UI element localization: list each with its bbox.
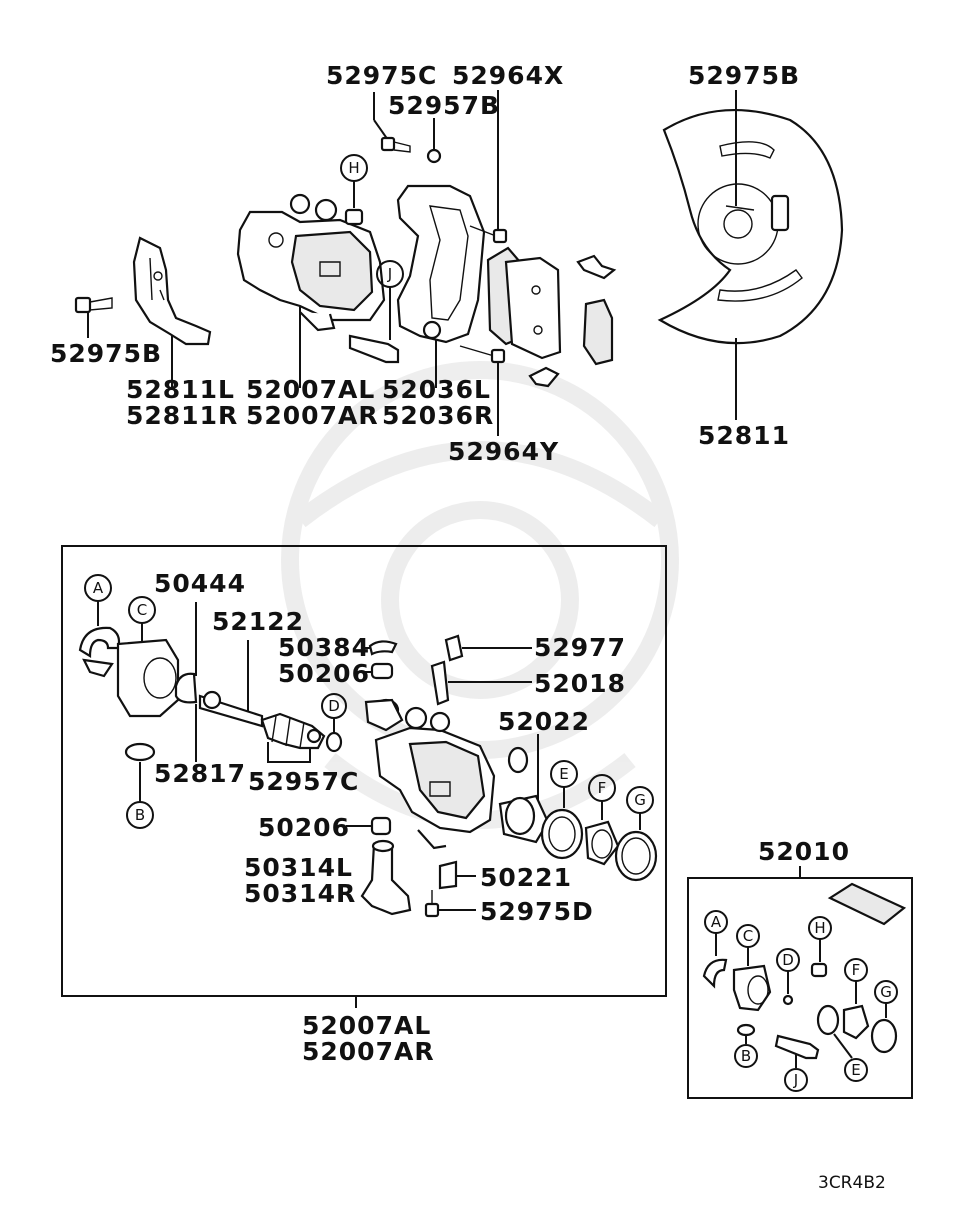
- cap-52977: [444, 634, 532, 662]
- piston-rod-52122: [198, 640, 264, 728]
- catalog-code: 3CR4B2: [818, 1173, 886, 1193]
- dust-shield-52811: [657, 108, 844, 345]
- svg-text:D: D: [782, 951, 794, 969]
- bolt-52975C: [373, 92, 411, 153]
- ref-bubble-E-detail: E: [540, 760, 584, 860]
- svg-text:H: H: [814, 919, 825, 937]
- svg-text:E: E: [559, 765, 568, 783]
- label-52811R: 52811R: [126, 401, 238, 430]
- label-52811L: 52811L: [126, 375, 235, 404]
- kit-ref-J: J: [774, 1034, 820, 1092]
- svg-text:J: J: [793, 1071, 798, 1089]
- label-52122: 52122: [212, 607, 304, 636]
- label-52007AL-top: 52007AL: [246, 375, 375, 404]
- label-52975B-right: 52975B: [688, 61, 800, 90]
- kit-title-52010: 52010: [758, 837, 850, 866]
- clip-50221: [438, 860, 476, 890]
- svg-text:C: C: [137, 601, 147, 619]
- ref-bubble-J-top: J: [348, 260, 404, 364]
- bolt-52964Y: [459, 345, 506, 436]
- kit-ref-G: G: [870, 980, 898, 1054]
- ref-bubble-C-detail: C: [116, 596, 180, 718]
- label-50314R: 50314R: [244, 879, 356, 908]
- kit-ref-B: B: [734, 1023, 758, 1068]
- bleeder-52018: [430, 660, 532, 706]
- detail-caption-52007AL: 52007AL: [302, 1011, 431, 1040]
- bolt-52964X: [469, 90, 508, 244]
- label-52975C: 52975C: [326, 61, 437, 90]
- pad-clips: [528, 254, 617, 388]
- bolt-52975D: [424, 890, 476, 918]
- kit-ref-C: C: [732, 924, 772, 1012]
- caliper-body-detail: [364, 698, 496, 850]
- label-50206-lower: 50206: [258, 813, 350, 842]
- label-52022: 52022: [498, 707, 590, 736]
- label-52007AR-top: 52007AR: [246, 401, 379, 430]
- label-50314L: 50314L: [244, 853, 353, 882]
- ref-bubble-H-top: H: [340, 154, 368, 226]
- label-52977: 52977: [534, 633, 626, 662]
- label-52957C: 52957C: [248, 767, 359, 796]
- ref-bubble-F-detail: F: [584, 774, 620, 866]
- label-52957B: 52957B: [388, 91, 500, 120]
- svg-text:A: A: [93, 579, 104, 597]
- piston-52022: [498, 734, 550, 844]
- kit-ref-F: F: [842, 958, 870, 1040]
- brake-pads: [486, 246, 562, 360]
- boot-52957C: [260, 712, 326, 763]
- caliper-support-bracket: [396, 184, 486, 344]
- label-50206-upper: 50206: [278, 659, 370, 688]
- seal-kit-box: [687, 877, 913, 1099]
- kit-ref-D: D: [776, 948, 800, 1006]
- ref-bubble-D-detail: D: [321, 693, 347, 753]
- caliper-detail-box: [61, 545, 667, 997]
- clip-50384: [364, 640, 398, 656]
- svg-text:G: G: [634, 791, 646, 809]
- label-50221: 50221: [480, 863, 572, 892]
- label-52811: 52811: [698, 421, 790, 450]
- svg-text:A: A: [711, 913, 722, 931]
- label-52817: 52817: [154, 759, 246, 788]
- svg-text:B: B: [135, 806, 145, 824]
- splash-shield-small: [132, 236, 212, 346]
- caliper-body: [236, 193, 386, 332]
- label-50444: 50444: [154, 569, 246, 598]
- label-52036L: 52036L: [382, 375, 491, 404]
- label-52964Y: 52964Y: [448, 437, 559, 466]
- label-52018: 52018: [534, 669, 626, 698]
- label-52975B-left: 52975B: [50, 339, 162, 368]
- grease-packet: [827, 882, 907, 926]
- bush-50206-upper: [364, 662, 394, 680]
- bush-seal-ring: [507, 746, 529, 774]
- label-50384: 50384: [278, 633, 370, 662]
- seal-50444: [174, 602, 198, 762]
- detail-caption-52007AR: 52007AR: [302, 1037, 435, 1066]
- nut-52957B: [426, 118, 442, 164]
- svg-text:D: D: [328, 697, 340, 715]
- label-52036R: 52036R: [382, 401, 494, 430]
- svg-text:J: J: [387, 265, 392, 283]
- svg-text:F: F: [852, 961, 861, 979]
- label-52975D: 52975D: [480, 897, 594, 926]
- label-52964X: 52964X: [452, 61, 564, 90]
- svg-text:F: F: [598, 779, 607, 797]
- svg-text:C: C: [743, 927, 753, 945]
- svg-text:E: E: [851, 1061, 860, 1079]
- ref-bubble-A-detail: A: [78, 574, 121, 678]
- mounting-pin-50314: [360, 839, 412, 916]
- bolt-52975B-left: [74, 296, 113, 314]
- svg-text:B: B: [741, 1047, 751, 1065]
- kit-ref-E: E: [816, 1004, 868, 1082]
- kit-ref-H: H: [808, 916, 832, 978]
- kit-ref-A: A: [702, 910, 728, 989]
- ref-bubble-G-detail: G: [614, 786, 658, 882]
- svg-text:H: H: [348, 159, 359, 177]
- ref-bubble-B-detail: B: [124, 742, 156, 829]
- bush-50206-lower: [346, 816, 392, 836]
- svg-text:G: G: [880, 983, 892, 1001]
